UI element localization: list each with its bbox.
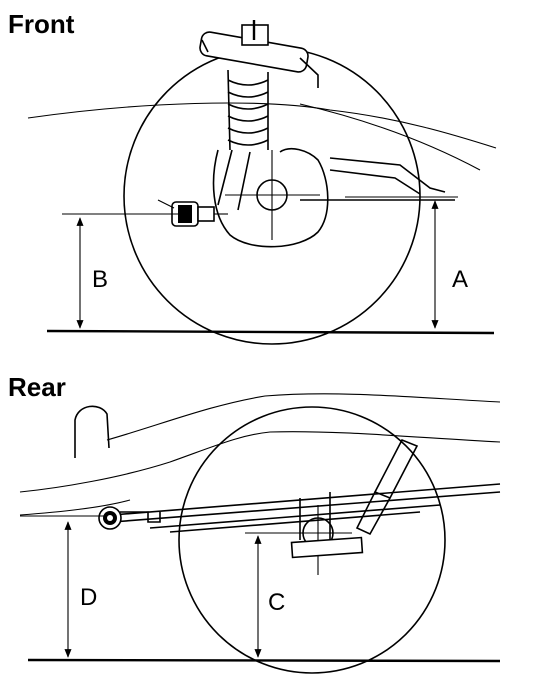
rear-spring-eye (98, 506, 161, 530)
rear-bump-stop (74, 405, 110, 458)
front-strut-tube (217, 149, 251, 211)
front-lower-arm (300, 157, 455, 201)
front-steering-knuckle (212, 148, 329, 248)
rear-axle-u-bolts (245, 492, 364, 575)
rear-diagram: Rear (8, 372, 501, 674)
front-strut-mount (199, 20, 319, 88)
label-c: C (268, 589, 285, 616)
front-ground-line (46, 329, 495, 335)
front-coil-spring (227, 69, 269, 151)
label-d: D (80, 584, 97, 611)
rear-title: Rear (8, 372, 66, 402)
front-title: Front (8, 9, 75, 39)
rear-wheel (178, 406, 446, 674)
label-b: B (92, 266, 108, 293)
rear-shock-absorber (355, 438, 419, 536)
label-a: A (452, 266, 468, 293)
rear-body-line (106, 393, 501, 441)
front-body-line (27, 102, 497, 149)
front-diagram: Front (8, 9, 497, 345)
rear-ground-line (27, 658, 501, 663)
